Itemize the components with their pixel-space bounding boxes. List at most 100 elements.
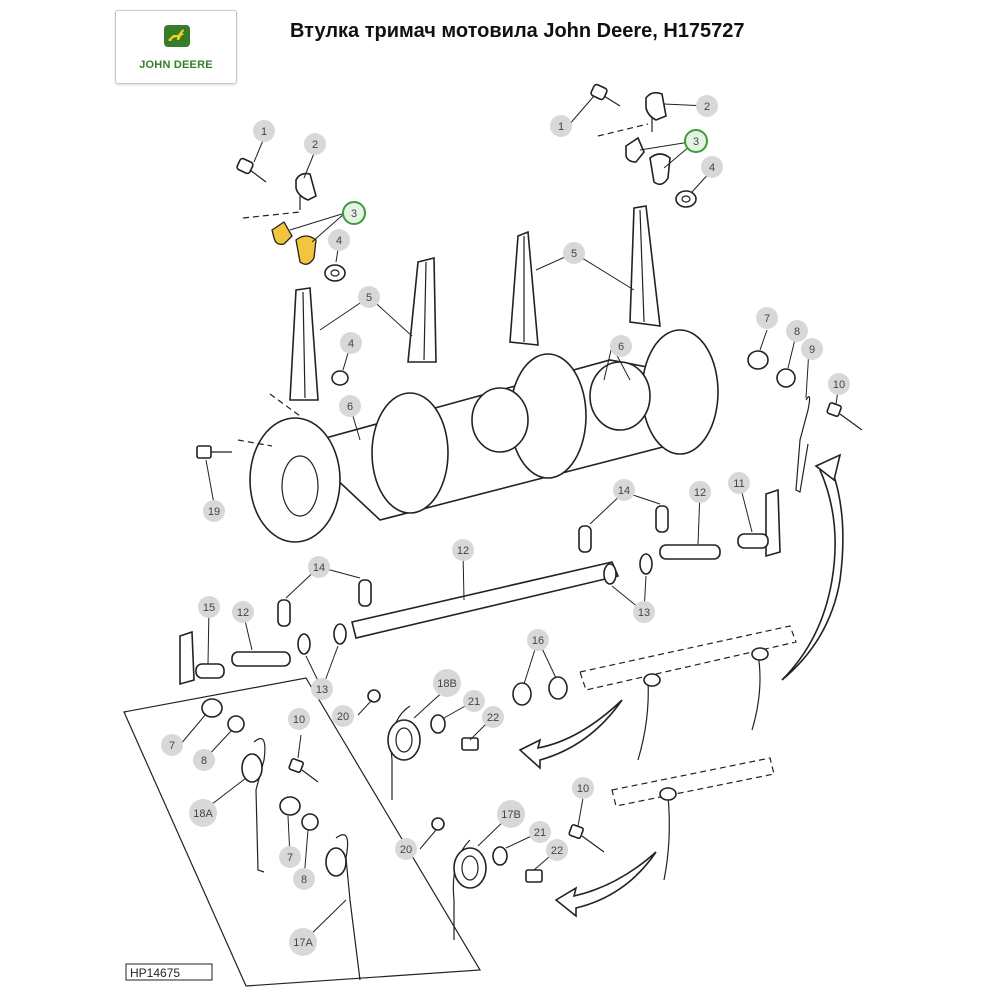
callout-circle-22 (482, 706, 504, 728)
callout-circle-10 (828, 373, 850, 395)
callout-circle-13 (633, 601, 655, 623)
callout-circle-22 (546, 839, 568, 861)
callout-circle-10 (288, 708, 310, 730)
callout-label-2: 2 (704, 101, 710, 113)
callout-circle-10 (572, 777, 594, 799)
bolt-10-lower (568, 824, 605, 853)
callout-circle-2 (304, 133, 326, 155)
bushing-14-a (578, 505, 669, 553)
callout-label-2: 2 (312, 139, 318, 151)
callout-label-4: 4 (348, 338, 354, 350)
callout-label-22: 22 (551, 845, 563, 857)
callout-circle-8 (293, 868, 315, 890)
bracket-15 (179, 630, 225, 686)
john-deere-logo: JOHN DEERE (115, 10, 237, 84)
callout-circle-19 (203, 500, 225, 522)
page-title: Втулка тримач мотовила John Deere, H1757… (290, 20, 745, 42)
callout-circle-16 (527, 629, 549, 651)
left-nut-4 (324, 264, 346, 282)
right-nut-4 (675, 190, 697, 208)
star-washer-8 (776, 368, 796, 388)
bolt-10-right (826, 402, 863, 431)
callout-circle-1 (550, 115, 572, 137)
spring-17b (431, 817, 543, 940)
clamps-16 (512, 676, 568, 706)
callout-label-7: 7 (169, 740, 175, 752)
callout-circle-17b (497, 800, 525, 828)
reel-arm-5-b (407, 256, 437, 363)
callout-circle-21 (529, 821, 551, 843)
callout-circle-8 (193, 749, 215, 771)
callout-label-11: 11 (733, 478, 744, 490)
callout-circle-9 (801, 338, 823, 360)
callout-label-20: 20 (337, 711, 349, 723)
reel-arm-5-a (289, 287, 319, 401)
callout-label-8: 8 (301, 874, 307, 886)
callout-label-21: 21 (534, 827, 546, 839)
reference-code-box (125, 963, 213, 981)
callout-label-18a: 18A (193, 808, 213, 820)
callout-label-12: 12 (237, 607, 249, 619)
callout-circle-20 (332, 705, 354, 727)
callout-circle-6 (339, 395, 361, 417)
left-bolt-1 (236, 157, 267, 183)
callout-label-5: 5 (571, 248, 577, 260)
nut-7 (747, 350, 769, 370)
callout-label-7: 7 (764, 313, 770, 325)
callout-label-12: 12 (694, 487, 706, 499)
inset-parts (201, 698, 361, 981)
callout-label-3: 3 (693, 136, 699, 148)
callout-circle-4 (328, 229, 350, 251)
sweep-arrow-lower (554, 851, 657, 918)
sweep-arrow-mid (518, 699, 623, 770)
callout-label-20: 20 (400, 844, 412, 856)
right-clamp-2 (645, 91, 667, 132)
callout-circle-6 (610, 335, 632, 357)
deer-icon (164, 25, 190, 47)
callout-circle-11 (728, 472, 750, 494)
callout-circle-5 (563, 242, 585, 264)
pin-12-left (231, 651, 291, 667)
callout-circle-21 (463, 690, 485, 712)
callout-label-12: 12 (457, 545, 469, 557)
callout-circle-7 (161, 734, 183, 756)
callout-label-6: 6 (347, 401, 353, 413)
callout-circle-14 (613, 479, 635, 501)
callout-label-14: 14 (313, 562, 325, 574)
callout-label-9: 9 (809, 344, 815, 356)
mid-nut-4 (331, 370, 349, 386)
callout-circle-3 (342, 201, 366, 225)
callout-circle-12 (452, 539, 474, 561)
callout-label-19: 19 (208, 506, 220, 518)
callout-label-17a: 17A (293, 937, 313, 949)
callout-circle-18b (433, 669, 461, 697)
pin-12-right (659, 544, 721, 560)
bolt-19 (196, 445, 232, 459)
spring-9 (795, 396, 811, 493)
callout-label-10: 10 (577, 783, 589, 795)
reel-arm-5-c (509, 230, 539, 346)
reference-code: HP14675 (130, 966, 180, 980)
callout-circle-18a (189, 799, 217, 827)
callout-label-18b: 18B (437, 678, 457, 690)
right-bushing-3 (625, 136, 671, 186)
callout-label-21: 21 (468, 696, 480, 708)
callout-label-10: 10 (293, 714, 305, 726)
left-bushing-3-highlighted (271, 221, 317, 265)
callout-label-6: 6 (618, 341, 624, 353)
callout-label-1: 1 (261, 126, 267, 138)
callout-circle-7 (279, 846, 301, 868)
callout-label-13: 13 (638, 607, 650, 619)
callout-label-8: 8 (201, 755, 207, 767)
right-bolt-1 (590, 83, 621, 107)
callout-label-5: 5 (366, 292, 372, 304)
callout-circle-15 (198, 596, 220, 618)
tine-bar-upper (579, 625, 797, 761)
callout-label-22: 22 (487, 712, 499, 724)
callout-label-13: 13 (316, 684, 328, 696)
callout-circle-4 (340, 332, 362, 354)
callout-label-7: 7 (287, 852, 293, 864)
logo-text: JOHN DEERE (139, 59, 213, 71)
